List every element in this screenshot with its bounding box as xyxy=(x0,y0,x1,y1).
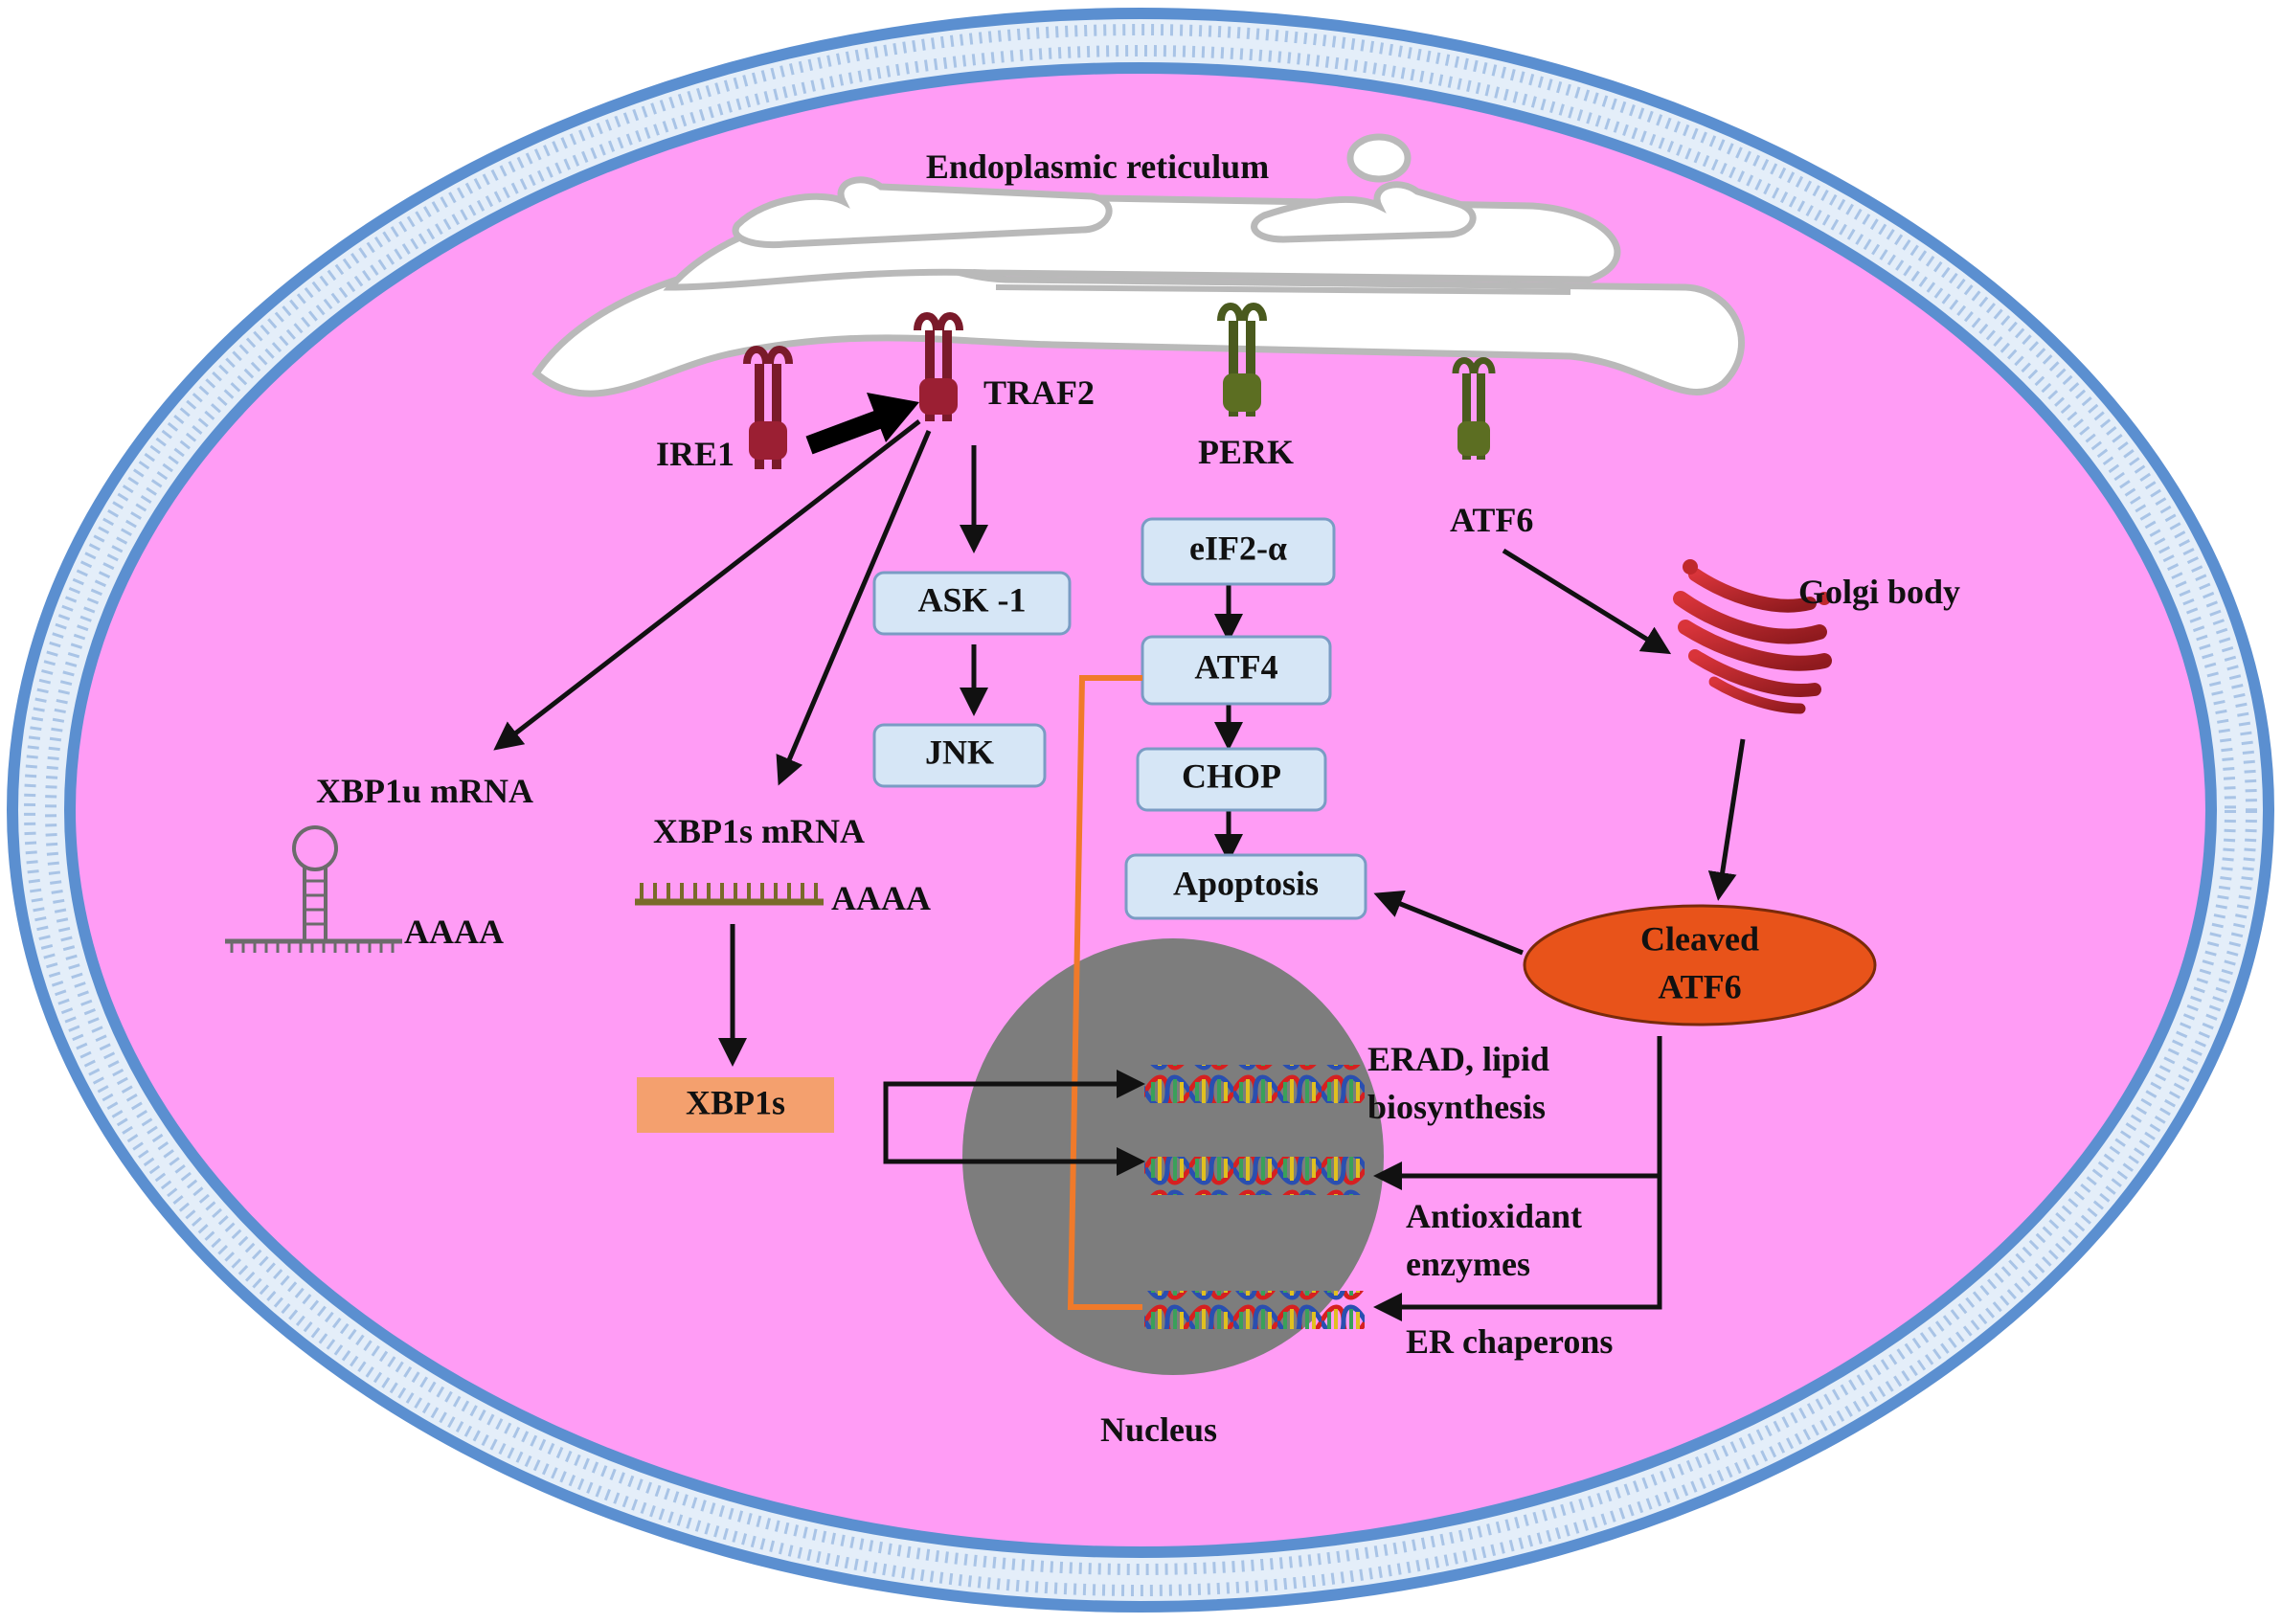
erad-label-line2: biosynthesis xyxy=(1367,1088,1546,1126)
eif2a-box: eIF2-α xyxy=(1141,517,1336,586)
ire1-to-traf2-arrow xyxy=(805,393,919,455)
svg-text:ATF4: ATF4 xyxy=(1194,647,1277,686)
er-label: Endoplasmic reticulum xyxy=(926,147,1269,186)
antioxidant-label-line2: enzymes xyxy=(1406,1245,1530,1283)
xbp1u-mrna-icon xyxy=(225,825,402,953)
arrow-atf6-golgi xyxy=(1502,548,1672,655)
arrow-cleaved-apoptosis xyxy=(1373,890,1524,956)
traf2-label: TRAF2 xyxy=(983,373,1095,412)
antioxidant-label-line1: Antioxidant xyxy=(1406,1197,1582,1235)
atf4-box: ATF4 xyxy=(1141,635,1332,706)
svg-text:ATF6: ATF6 xyxy=(1658,967,1741,1005)
xbp1u-mrna-label: XBP1u mRNA xyxy=(316,772,533,810)
svg-text:ASK -1: ASK -1 xyxy=(917,580,1026,619)
arrow-golgi-cleaved xyxy=(1707,738,1746,901)
golgi-body-icon xyxy=(1673,559,1832,714)
chop-box: CHOP xyxy=(1136,747,1327,812)
svg-text:eIF2-α: eIF2-α xyxy=(1189,529,1287,567)
atf6-label: ATF6 xyxy=(1450,501,1533,539)
cleaved-atf6-dna-arrows xyxy=(1373,1036,1662,1321)
traf2-receptor-icon xyxy=(914,312,963,421)
svg-text:JNK: JNK xyxy=(925,733,994,771)
ask1-box: ASK -1 xyxy=(872,571,1072,636)
golgi-label: Golgi body xyxy=(1798,573,1960,611)
jnk-box: JNK xyxy=(872,723,1047,788)
erad-label-line1: ERAD, lipid xyxy=(1367,1040,1549,1078)
dna-chaperon-icon xyxy=(1144,1291,1365,1329)
ire1-label: IRE1 xyxy=(656,435,734,473)
xbp1s-box: XBP1s xyxy=(637,1077,834,1133)
dna-erad-icon xyxy=(1144,1065,1365,1103)
svg-text:XBP1s: XBP1s xyxy=(686,1083,785,1121)
svg-text:Apoptosis: Apoptosis xyxy=(1173,864,1319,902)
apoptosis-box: Apoptosis xyxy=(1124,853,1367,920)
xbp1s-mrna-label: XBP1s mRNA xyxy=(653,812,865,850)
xbp1u-polya-label: AAAA xyxy=(404,913,504,951)
er-chaperons-label: ER chaperons xyxy=(1406,1322,1613,1361)
atf6-receptor-icon xyxy=(1452,357,1496,460)
endoplasmic-reticulum xyxy=(531,133,1745,397)
cleaved-atf6-ellipse: Cleaved ATF6 xyxy=(1523,904,1877,1026)
perk-label: PERK xyxy=(1198,433,1294,471)
xbp1s-mrna-icon xyxy=(635,883,824,906)
dna-antioxidant-icon xyxy=(1144,1157,1365,1195)
svg-text:Cleaved: Cleaved xyxy=(1640,919,1759,958)
nucleus-label: Nucleus xyxy=(1100,1410,1217,1449)
svg-text:CHOP: CHOP xyxy=(1182,756,1281,795)
xbp1s-polya-label: AAAA xyxy=(831,879,931,917)
arrow-to-xbp1u xyxy=(493,419,921,751)
atf4-orange-pathway xyxy=(1067,675,1142,1310)
ire1-receptor-icon xyxy=(743,346,793,469)
xbp1s-dna-arrows xyxy=(883,1070,1145,1176)
arrow-to-xbp1s-mrna xyxy=(776,430,932,786)
cell-membrane xyxy=(7,8,2274,1613)
perk-receptor-icon xyxy=(1217,303,1267,417)
